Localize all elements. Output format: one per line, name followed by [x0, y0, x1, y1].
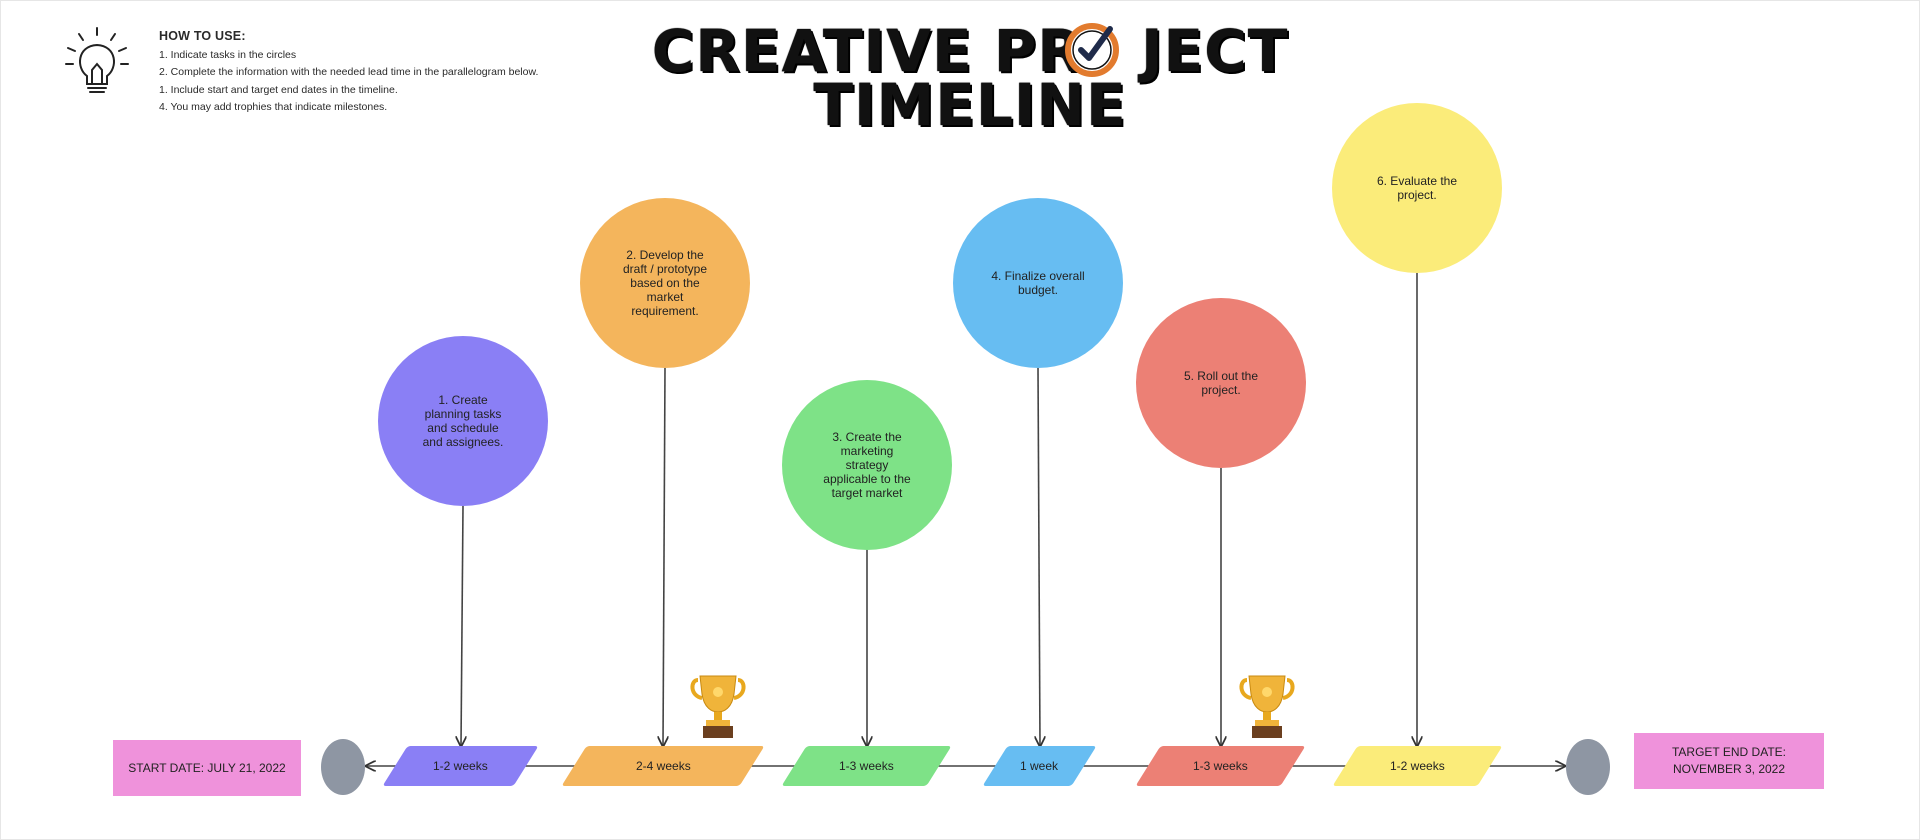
title-part-b: JECT [1140, 17, 1289, 85]
end-date-box: TARGET END DATE: NOVEMBER 3, 2022 [1634, 733, 1824, 789]
how-to-use-panel: HOW TO USE: 1. Indicate tasks in the cir… [159, 28, 538, 117]
duration-box-6: 1-2 weeks [1332, 746, 1503, 786]
how-to-step: 1. Include start and target end dates in… [159, 83, 398, 96]
how-to-step: 1. Indicate tasks in the circles [159, 48, 297, 61]
task-4-connector [1038, 367, 1040, 746]
duration-box-2: 2-4 weeks [561, 746, 765, 786]
task-1-connector [461, 505, 463, 746]
task-circle-5: 5. Roll out the project. [1136, 298, 1306, 468]
end-date-value: NOVEMBER 3, 2022 [1672, 762, 1786, 776]
duration-box-1: 1-2 weeks [382, 746, 539, 786]
duration-label: 2-4 weeks [635, 759, 691, 773]
start-date-box: START DATE: JULY 21, 2022 [113, 740, 301, 796]
how-to-step: 4. You may add trophies that indicate mi… [159, 101, 388, 113]
duration-box-3: 1-3 weeks [781, 746, 952, 786]
timeline-start-cap [321, 739, 365, 795]
task-circle-6: 6. Evaluate the project. [1332, 103, 1502, 273]
page-title-line2: TIMELINE [813, 71, 1127, 139]
task-circle-1: 1. Create planning tasks and schedule an… [378, 336, 548, 506]
end-date-label: TARGET END DATE: [1671, 745, 1786, 759]
start-date-label: START DATE: JULY 21, 2022 [128, 760, 286, 775]
task-circle-3: 3. Create the marketing strategy applica… [782, 380, 952, 550]
how-to-heading: HOW TO USE: [159, 29, 246, 43]
duration-label: 1 week [1020, 759, 1059, 773]
duration-box-5: 1-3 weeks [1135, 746, 1306, 786]
clock-check-icon [1065, 23, 1119, 77]
duration-label: 1-2 weeks [1390, 759, 1445, 773]
how-to-step: 2. Complete the information with the nee… [159, 66, 539, 78]
duration-label: 1-2 weeks [433, 759, 488, 773]
trophy-icon [690, 675, 746, 738]
timeline-end-cap [1566, 739, 1610, 795]
task-2-connector [663, 367, 665, 746]
duration-label: 1-3 weeks [1193, 759, 1248, 773]
task-circle-2: 2. Develop the draft / prototype based o… [580, 198, 750, 368]
duration-label: 1-3 weeks [839, 759, 894, 773]
title-part-a: CREATIVE PR [651, 17, 1083, 85]
task-circle-4: 4. Finalize overall budget. [953, 198, 1123, 368]
lightbulb-icon [65, 27, 129, 93]
trophy-icon [1239, 675, 1295, 738]
